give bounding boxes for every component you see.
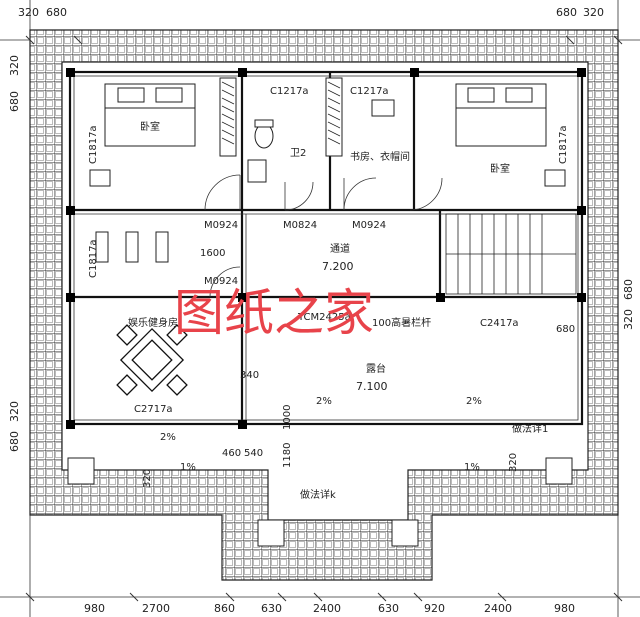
walls [68, 70, 584, 426]
room-study: 书房、衣帽间 [350, 150, 410, 163]
wardrobes [219, 77, 343, 157]
furniture [89, 99, 566, 263]
room-corridor: 通道 [330, 242, 350, 255]
dim-460: 460 [222, 448, 241, 459]
dim-bottom-8: 2400 [484, 602, 512, 615]
dim-340: 340 [240, 370, 259, 381]
door-m0824: M0824 [283, 220, 317, 231]
misc-annotations: 1600 680 100高暑栏杆 2% 2% 2% 1% 1% 340 1000… [142, 248, 575, 501]
room-labels: 卧室 卧室 卫2 书房、衣帽间 通道 7.200 露台 7.100 娱乐健身房 [128, 120, 510, 393]
slope-1pct-b: 1% [464, 462, 480, 473]
bed-right [455, 83, 547, 147]
window-tcm2425: TCM2425a [297, 312, 351, 323]
game-table [116, 324, 188, 396]
dimension-labels: 320 680 680 320 980 2700 860 630 2400 63… [8, 6, 635, 615]
dim-bottom-6: 630 [378, 602, 399, 615]
window-c1817-tl: C1817a [88, 125, 99, 164]
rail-note: 100高暑栏杆 [372, 316, 431, 329]
door-swings [204, 174, 443, 298]
corridor-level: 7.200 [322, 260, 354, 273]
dim-bottom-1: 980 [84, 602, 105, 615]
dim-top-4: 320 [583, 6, 604, 19]
dim-bottom-5: 2400 [313, 602, 341, 615]
dim-320-b: 320 [508, 453, 519, 472]
dim-1180: 1180 [282, 443, 293, 468]
dim-left-1: 320 [8, 55, 21, 76]
stair [445, 213, 577, 295]
watermark: 图纸之家 [174, 284, 374, 342]
dim-right-1: 680 [622, 279, 635, 300]
dim-1000: 1000 [282, 405, 293, 430]
dim-bottom-2: 2700 [142, 602, 170, 615]
room-terrace: 露台 [366, 362, 386, 375]
dim-bottom-9: 980 [554, 602, 575, 615]
terrace-level: 7.100 [356, 380, 388, 393]
room-bedroom-left: 卧室 [140, 120, 160, 133]
door-m0924-3: M0924 [204, 276, 238, 287]
dim-bottom-3: 860 [214, 602, 235, 615]
door-m0924-1: M0924 [204, 220, 238, 231]
dim-680-mid: 680 [556, 324, 575, 335]
dim-540: 540 [244, 448, 263, 459]
dim-bottom-7: 920 [424, 602, 445, 615]
dim-top-3: 680 [556, 6, 577, 19]
door-m0924-2: M0924 [352, 220, 386, 231]
slope-2pct-c: 2% [160, 432, 176, 443]
window-labels: C1217a C1217a C1817a C1817a C1817a C2417… [88, 86, 569, 415]
dim-left-2: 680 [8, 91, 21, 112]
dim-1600: 1600 [200, 248, 225, 259]
slope-2pct-a: 2% [316, 396, 332, 407]
dim-right-2: 320 [622, 309, 635, 330]
dim-320-a: 320 [142, 469, 153, 488]
dim-top-2: 680 [46, 6, 67, 19]
slope-1pct-a: 1% [180, 462, 196, 473]
window-c2417: C2417a [480, 318, 519, 329]
note-detail-k: 做法详k [300, 488, 336, 501]
door-labels: M0924 M0824 M0924 M0924 [204, 220, 386, 287]
window-c1217-right: C1217a [350, 86, 389, 97]
room-gym: 娱乐健身房 [128, 316, 178, 329]
columns [66, 68, 586, 429]
dim-top-1: 320 [18, 6, 39, 19]
room-bedroom-right: 卧室 [490, 162, 510, 175]
note-detail-1: 做法详1 [512, 422, 548, 435]
window-c1817-tr: C1817a [558, 125, 569, 164]
dim-left-4: 680 [8, 431, 21, 452]
window-c2717: C2717a [134, 404, 173, 415]
room-wc: 卫2 [290, 148, 306, 159]
pilasters [67, 457, 573, 547]
dimension-ticks [25, 35, 623, 602]
slope-2pct-b: 2% [466, 396, 482, 407]
dim-left-3: 320 [8, 401, 21, 422]
window-c1217-left: C1217a [270, 86, 309, 97]
dim-bottom-4: 630 [261, 602, 282, 615]
window-c1817-ml: C1817a [88, 239, 99, 278]
bed-left [104, 83, 196, 147]
